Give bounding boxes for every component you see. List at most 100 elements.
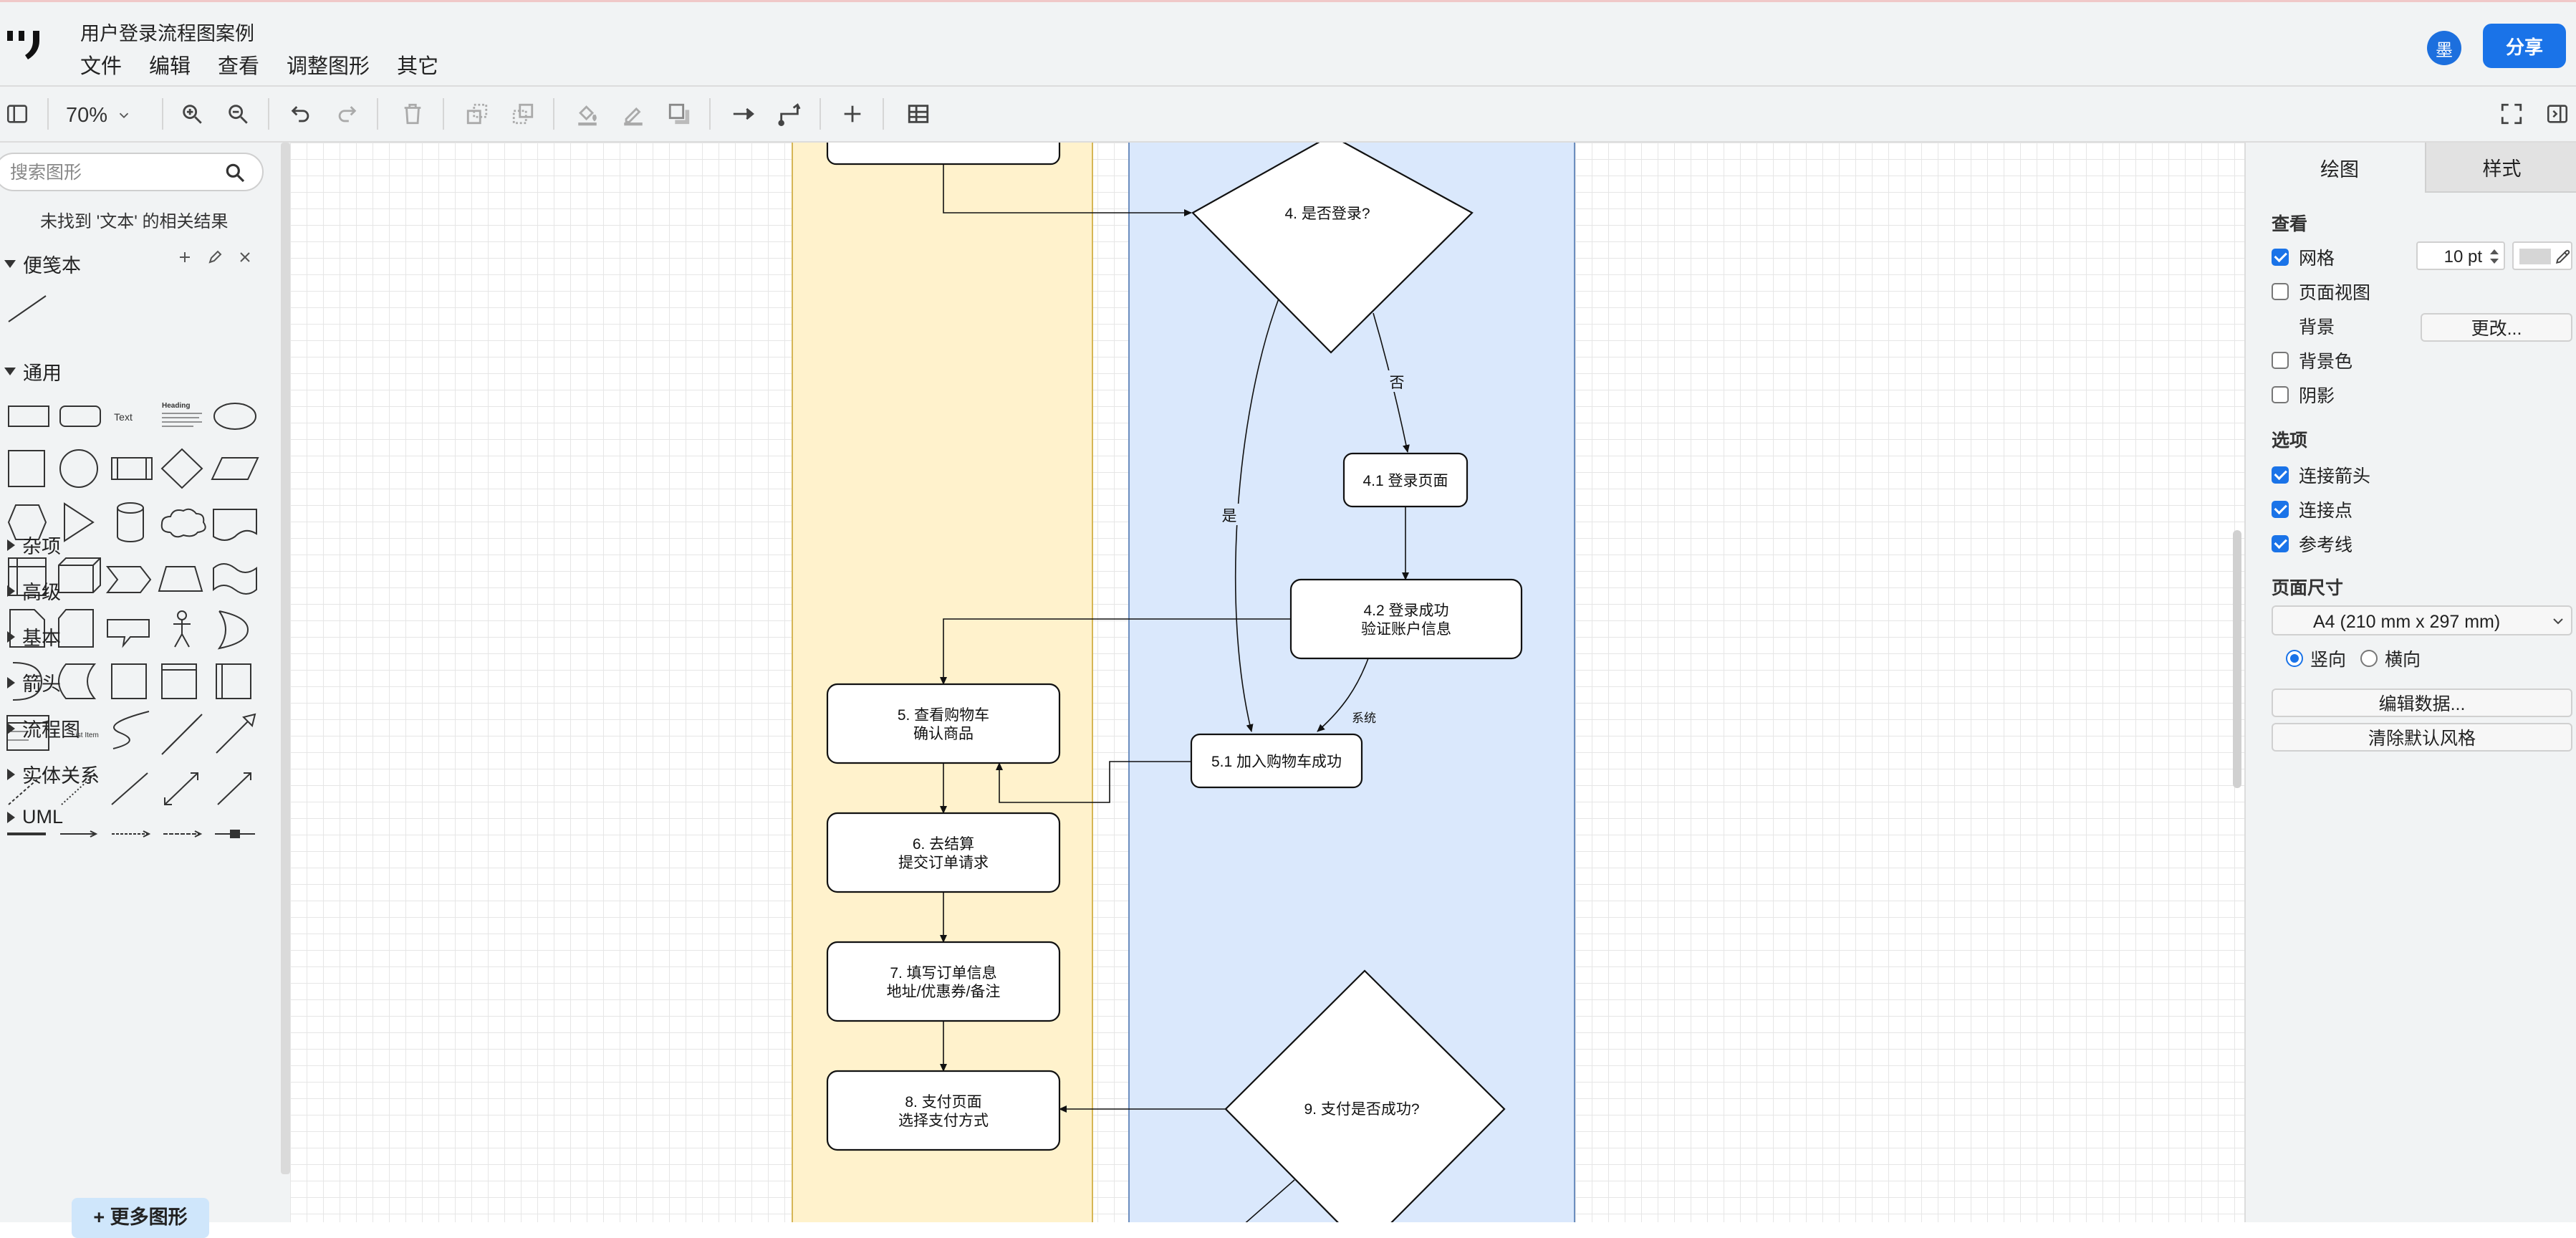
page-view-option[interactable]: 页面视图 [2272,279,2370,304]
circle-shape[interactable] [59,449,98,488]
edge-42-to-51[interactable] [1317,658,1369,732]
flow-node-4[interactable] [1191,143,1474,354]
swimlane-yellow[interactable] [792,143,1093,1222]
list-item-shape[interactable]: List Item [72,731,99,739]
section-misc[interactable]: 杂项 [4,531,61,559]
rounded-rectangle-shape[interactable] [59,406,101,427]
app-logo-icon[interactable] [4,27,47,64]
flow-node-4-2[interactable] [1289,578,1523,660]
section-uml[interactable]: UML [4,806,63,828]
grid-checkbox[interactable] [2272,249,2289,266]
link-arrow-shape[interactable] [60,830,98,838]
sidebar-scrollbar[interactable] [281,143,290,1174]
card-shape[interactable] [58,609,94,648]
edge-42-to-5[interactable] [940,618,1291,685]
connector-icon[interactable] [729,100,758,128]
line-shape[interactable] [111,772,148,805]
edit-icon[interactable] [206,249,224,266]
delete-icon[interactable] [398,100,427,128]
share-button[interactable]: 分享 [2483,24,2566,68]
landscape-option[interactable]: 横向 [2360,646,2421,671]
cube-shape[interactable] [58,557,101,593]
flow-node-3[interactable] [826,143,1061,165]
triangle-shape[interactable] [64,502,95,542]
flow-node-7[interactable] [826,941,1061,1022]
guides-option[interactable]: 参考线 [2272,531,2352,557]
stepper-arrows-icon[interactable] [2488,246,2501,267]
ellipse-shape[interactable] [213,403,256,430]
connection-arrows-option[interactable]: 连接箭头 [2272,462,2370,488]
edge-9-down[interactable] [1236,1179,1295,1222]
rectangle-shape[interactable] [8,406,49,427]
flow-node-9[interactable] [1224,969,1506,1222]
fill-color-icon[interactable] [573,100,602,128]
to-back-icon[interactable] [509,100,537,128]
curve-shape[interactable] [112,711,150,749]
parallelogram-shape[interactable] [211,457,259,480]
page-size-select[interactable]: A4 (210 mm x 297 mm) [2272,605,2572,635]
grid-size-stepper[interactable]: 10 pt [2416,241,2505,270]
menu-view[interactable]: 查看 [218,55,260,78]
section-flowchart[interactable]: 流程图 [4,714,80,742]
shape-search-box[interactable] [0,153,264,191]
menu-edit[interactable]: 编辑 [149,55,191,78]
menu-extras[interactable]: 其它 [397,55,439,78]
background-color-checkbox[interactable] [2272,352,2289,369]
user-avatar[interactable]: 墨 [2427,31,2461,65]
connection-points-checkbox[interactable] [2272,501,2289,518]
actor-shape[interactable] [173,610,191,648]
fullscreen-icon[interactable] [2497,100,2526,128]
shadow-checkbox[interactable] [2272,386,2289,403]
portrait-radio[interactable] [2286,650,2303,667]
change-background-button[interactable]: 更改... [2421,313,2572,342]
callout-shape[interactable] [107,619,150,648]
close-icon[interactable] [236,249,254,266]
relation-shape[interactable] [215,830,255,838]
grid-option[interactable]: 网格 [2272,244,2335,270]
waypoint-icon[interactable] [775,100,804,128]
or-shape[interactable] [217,610,249,650]
insert-icon[interactable] [838,100,867,128]
process-shape[interactable] [111,457,153,480]
line-color-icon[interactable] [619,100,648,128]
flow-node-4-1[interactable] [1342,452,1469,508]
double-arrow-shape[interactable] [163,830,203,838]
section-advanced[interactable]: 高级 [4,577,61,605]
guides-checkbox[interactable] [2272,535,2289,552]
shadow-icon[interactable] [665,100,693,128]
format-panel-icon[interactable] [2543,100,2572,128]
table-icon[interactable] [904,100,933,128]
undo-icon[interactable] [287,100,315,128]
zoom-select[interactable]: 70% [66,101,132,130]
document-title[interactable]: 用户登录流程图案例 [80,23,254,44]
text-shape[interactable]: Text [114,411,133,423]
menu-arrange[interactable]: 调整图形 [287,55,370,78]
shape-search-input[interactable] [10,161,218,184]
shadow-option[interactable]: 阴影 [2272,382,2335,408]
grid-color-picker[interactable] [2512,241,2572,270]
container-shape[interactable] [111,663,147,699]
sidebar-toggle-icon[interactable] [3,100,32,128]
delay-shape[interactable] [12,662,43,701]
flow-node-6[interactable] [826,812,1061,893]
connection-arrows-checkbox[interactable] [2272,466,2289,484]
edge-51-to-5[interactable] [996,761,1191,803]
bidirectional-arrow-shape[interactable] [161,714,203,755]
section-entity-relation[interactable]: 实体关系 [4,760,100,788]
directional-connector-shape[interactable] [217,772,251,805]
window-shape[interactable] [161,663,197,699]
landscape-radio[interactable] [2360,650,2378,667]
background-color-option[interactable]: 背景色 [2272,347,2352,373]
connection-points-option[interactable]: 连接点 [2272,496,2352,522]
square-shape[interactable] [8,450,45,487]
tape-shape[interactable] [213,563,257,595]
cylinder-shape[interactable] [117,502,144,542]
flow-node-8[interactable] [826,1070,1061,1151]
internal-storage-shape[interactable] [8,557,47,596]
menu-file[interactable]: 文件 [80,55,122,78]
canvas-scrollbar[interactable] [2233,530,2241,788]
more-shapes-button[interactable]: + 更多图形 [72,1198,209,1238]
arrow-shape[interactable] [216,713,256,754]
hexagon-shape[interactable] [7,504,47,540]
page-view-checkbox[interactable] [2272,283,2289,300]
